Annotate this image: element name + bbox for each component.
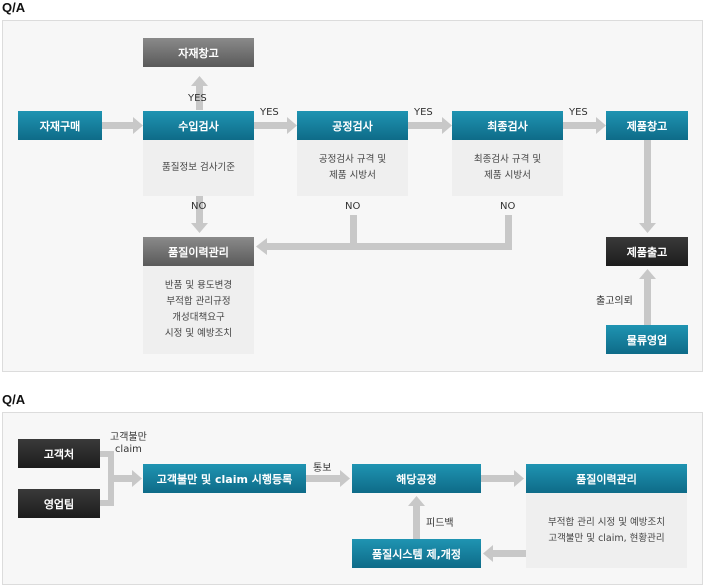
yes-label: YES bbox=[188, 93, 207, 104]
note-line: 제품 시방서 bbox=[329, 170, 376, 181]
quality-history-note-2: 부적합 관리 시정 및 예방조치 고객불만 및 claim, 현황관리 bbox=[526, 493, 687, 568]
note-line: 부적합 관리규정 bbox=[166, 296, 231, 307]
final-inspection-note: 최종검사 규격 및 제품 시방서 bbox=[452, 140, 563, 196]
relevant-process-box: 해당공정 bbox=[352, 464, 481, 493]
quality-history-note: 반품 및 용도변경 부적합 관리규정 개성대책요구 시정 및 예방조치 bbox=[143, 266, 254, 354]
section-title-2: Q/A bbox=[2, 392, 26, 407]
section-title-1: Q/A bbox=[2, 0, 26, 15]
note-line: 시정 및 예방조치 bbox=[164, 328, 233, 339]
sales-team-box: 영업팀 bbox=[18, 489, 100, 518]
flow-panel-1 bbox=[2, 20, 703, 372]
complaint-label-line: 고객불만 bbox=[110, 432, 147, 443]
incoming-inspection-note: 품질정보 검사기준 bbox=[143, 140, 254, 196]
note-line: 반품 및 용도변경 bbox=[164, 280, 233, 291]
customer-box: 고객처 bbox=[18, 439, 100, 468]
quality-history-box-2: 품질이력관리 bbox=[526, 464, 687, 493]
note-line: 최종검사 규격 및 bbox=[473, 154, 542, 165]
yes-label: YES bbox=[569, 107, 588, 118]
yes-label: YES bbox=[260, 107, 279, 118]
note-line: 개성대책요구 bbox=[172, 312, 225, 323]
quality-history-box: 품질이력관리 bbox=[143, 237, 254, 266]
note-line: 공정검사 규격 및 bbox=[318, 154, 387, 165]
feedback-label: 피드백 bbox=[426, 518, 454, 529]
no-label: NO bbox=[500, 201, 516, 212]
process-inspection-box: 공정검사 bbox=[297, 111, 408, 140]
incoming-inspection-box: 수입검사 bbox=[143, 111, 254, 140]
note-line: 부적합 관리 시정 및 예방조치 bbox=[548, 516, 665, 528]
logistics-sales-box: 물류영업 bbox=[606, 325, 688, 354]
yes-label: YES bbox=[414, 107, 433, 118]
note-line: 제품 시방서 bbox=[484, 170, 531, 181]
no-label: NO bbox=[345, 201, 361, 212]
material-warehouse-box: 자재창고 bbox=[143, 38, 254, 67]
complaint-label: 고객불만 claim bbox=[110, 432, 147, 456]
no-label: NO bbox=[191, 201, 207, 212]
final-inspection-box: 최종검사 bbox=[452, 111, 563, 140]
material-purchase-box: 자재구매 bbox=[18, 111, 102, 140]
note-line: 고객불만 및 claim, 현황관리 bbox=[548, 532, 665, 544]
process-inspection-note: 공정검사 규격 및 제품 시방서 bbox=[297, 140, 408, 196]
complaint-registration-box: 고객불만 및 claim 시행등록 bbox=[143, 464, 306, 493]
notice-label: 통보 bbox=[313, 463, 332, 474]
shipment-request-label: 출고의뢰 bbox=[596, 296, 633, 307]
product-warehouse-box: 제품창고 bbox=[606, 111, 688, 140]
product-shipment-box: 제품출고 bbox=[606, 237, 688, 266]
quality-system-box: 품질시스템 제,개정 bbox=[352, 539, 481, 568]
note-line: 품질정보 검사기준 bbox=[162, 162, 235, 173]
complaint-label-line: claim bbox=[114, 444, 142, 455]
